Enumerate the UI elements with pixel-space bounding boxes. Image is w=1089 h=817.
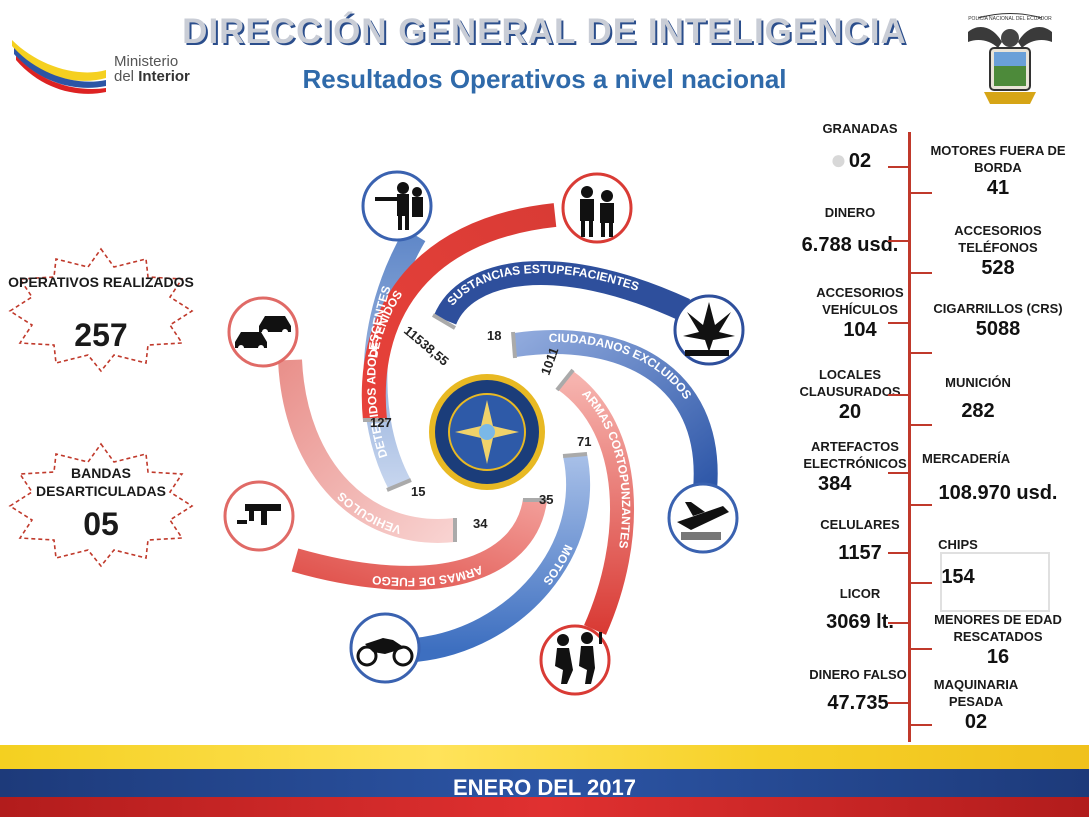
stat-accesorios-vehiculos: ACCESORIOS VEHÍCULOS 104 <box>816 285 904 341</box>
icon-motorcycle <box>349 612 421 684</box>
stat-dinero-falso: DINERO FALSO 47.735 <box>809 667 907 714</box>
tick <box>910 724 932 726</box>
tick <box>888 702 910 704</box>
stat-motores: MOTORES FUERA DE BORDA 41 <box>930 143 1066 199</box>
icon-police-officers <box>361 170 433 242</box>
operativos-label: OPERATIVOS REALIZADOS <box>8 274 194 290</box>
ministerio-logo-text: Ministerio del Interior <box>114 53 190 85</box>
tick <box>910 272 932 274</box>
value-armas-de-fuego: 34 <box>473 516 488 531</box>
arm-band-motos <box>413 452 591 662</box>
value-vehiculos: 15 <box>411 484 425 499</box>
stat-maquinaria: MAQUINARIA PESADA 02 <box>933 677 1019 733</box>
arm-band-sustancias <box>433 261 691 326</box>
starburst-frame <box>8 247 194 373</box>
tick <box>888 552 910 554</box>
stats-panel: ● GRANADAS 02 DINERO 6.788 usd. ACCESORI… <box>790 112 1085 752</box>
value-armas-cortopunzantes: 71 <box>577 434 591 449</box>
spiral-diagram: DETENIDOS ADOLESCENTES DETENIDOS SUSTANC… <box>215 170 775 710</box>
tick <box>910 352 932 354</box>
tick <box>910 582 932 584</box>
arm-band-vehiculos <box>278 359 457 543</box>
stat-accesorios-telefonos: ACCESORIOS TELÉFONOS 528 <box>954 223 1042 279</box>
header: Ministerio del Interior DIRECCIÓN GENERA… <box>0 0 1089 110</box>
arm-band-armas-cortopunzantes <box>557 370 634 635</box>
tick <box>888 166 910 168</box>
value-sustancias: 18 <box>487 328 501 343</box>
page-subtitle: Resultados Operativos a nivel nacional <box>302 64 787 94</box>
arm-band-detenidos <box>361 203 557 422</box>
mercaderia-ghost-box <box>940 552 1050 612</box>
stat-chips: CHIPS 154 <box>938 537 978 588</box>
arm-band-armas-de-fuego <box>291 497 547 590</box>
value-detenidos: 11538,55 <box>401 323 452 369</box>
tick <box>910 648 932 650</box>
bandas-label: BANDAS DESARTICULADAS <box>36 465 166 499</box>
arm-end-caps <box>363 313 588 542</box>
stat-celulares: CELULARES 1157 <box>820 517 900 564</box>
stat-menores: MENORES DE EDAD RESCATADOS 16 <box>934 612 1062 668</box>
icon-firearm <box>223 480 295 552</box>
stat-dinero: DINERO 6.788 usd. <box>801 205 899 256</box>
tick <box>888 240 910 242</box>
footer-stripe-yellow <box>0 745 1089 769</box>
police-emblem-icon: POLICÍA NACIONAL DEL ECUADOR <box>960 12 1060 112</box>
flag-swoosh-icon <box>12 40 106 94</box>
footer-date: ENERO DEL 2017 <box>452 775 636 800</box>
tick <box>888 394 910 396</box>
stat-granadas: GRANADAS 02 <box>822 121 898 172</box>
icon-detained-persons <box>561 172 633 244</box>
stat-mercaderia: MERCADERÍA 108.970 usd. <box>922 451 1058 504</box>
tick <box>910 504 932 506</box>
icon-cars <box>227 296 299 368</box>
stat-municion: MUNICIÓN 282 <box>945 375 1011 422</box>
grenade-ghost-icon: ● <box>830 144 847 175</box>
icon-airplane <box>667 482 739 554</box>
bandas-value: 05 <box>83 506 119 542</box>
stat-licor: LICOR 3069 lt. <box>826 586 894 633</box>
svg-text:POLICÍA NACIONAL DEL ECUADOR: POLICÍA NACIONAL DEL ECUADOR <box>968 15 1052 22</box>
value-motos: 35 <box>539 492 553 507</box>
bandas-box: BANDAS DESARTICULADAS 05 <box>6 440 196 570</box>
stats-divider-line <box>908 132 911 742</box>
page-title: DIRECCIÓN GENERAL DE INTELIGENCIA <box>182 12 907 51</box>
ministerio-logo: Ministerio del Interior <box>8 26 208 96</box>
icon-cannabis <box>673 294 745 366</box>
tick <box>888 622 910 624</box>
stat-artefactos-electronicos: ARTEFACTOS ELECTRÓNICOS 384 <box>803 439 907 495</box>
page-title-shadow: DIRECCIÓN GENERAL DE INTELIGENCIA <box>184 14 909 53</box>
value-detenidos-adolescentes: 127 <box>370 415 392 430</box>
tick <box>888 472 910 474</box>
footer-stripe-red <box>0 797 1089 817</box>
tick <box>910 192 932 194</box>
central-seal-icon <box>429 374 545 490</box>
footer-stripe-blue <box>0 769 1089 797</box>
tick <box>888 322 910 324</box>
operativos-box: OPERATIVOS REALIZADOS 257 <box>6 245 196 375</box>
icon-knife-attack <box>539 624 611 696</box>
tick <box>910 424 932 426</box>
stat-cigarrillos: CIGARRILLOS (CRS) 5088 <box>933 301 1063 340</box>
spiral-svg: DETENIDOS ADOLESCENTES DETENIDOS SUSTANC… <box>223 170 745 696</box>
footer-banner: ENERO DEL 2017 <box>0 745 1089 817</box>
arm-band-ciudadanos-excluidos <box>513 330 718 491</box>
starburst-frame <box>8 442 194 568</box>
stat-locales-clausurados: LOCALES CLAUSURADOS 20 <box>799 367 901 423</box>
operativos-value: 257 <box>74 317 128 353</box>
